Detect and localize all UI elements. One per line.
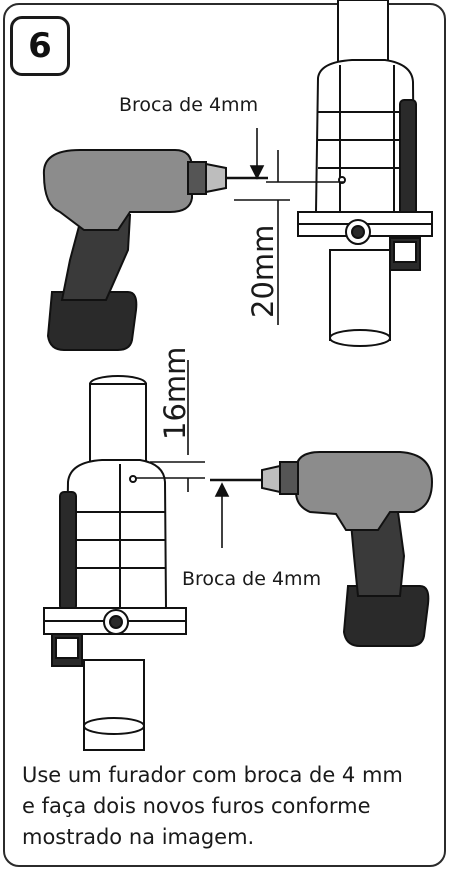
drilling-illustration (42, 0, 434, 751)
bottom-dimension-lines (135, 360, 230, 548)
bottom-drill (210, 451, 434, 647)
caption-line-2: e faça dois novos furos conforme (22, 794, 371, 818)
bottom-pole-clamp-assembly (43, 375, 187, 751)
caption-line-1: Use um furador com broca de 4 mm (22, 763, 403, 787)
caption-line-3: mostrado na imagem. (22, 825, 255, 849)
bottom-drill-bit-label: Broca de 4mm (182, 568, 322, 590)
top-pole-clamp-assembly (297, 0, 433, 347)
top-dimension-lines (234, 128, 345, 325)
step-number: 6 (28, 26, 52, 66)
step-number-badge: 6 (10, 16, 70, 76)
top-drill-bit-label: Broca de 4mm (119, 94, 259, 116)
instruction-caption: Use um furador com broca de 4 mm e faça … (22, 760, 437, 853)
bottom-dimension-label: 16mm (158, 346, 192, 440)
top-dimension-label: 20mm (246, 224, 280, 318)
top-drill (42, 149, 268, 351)
